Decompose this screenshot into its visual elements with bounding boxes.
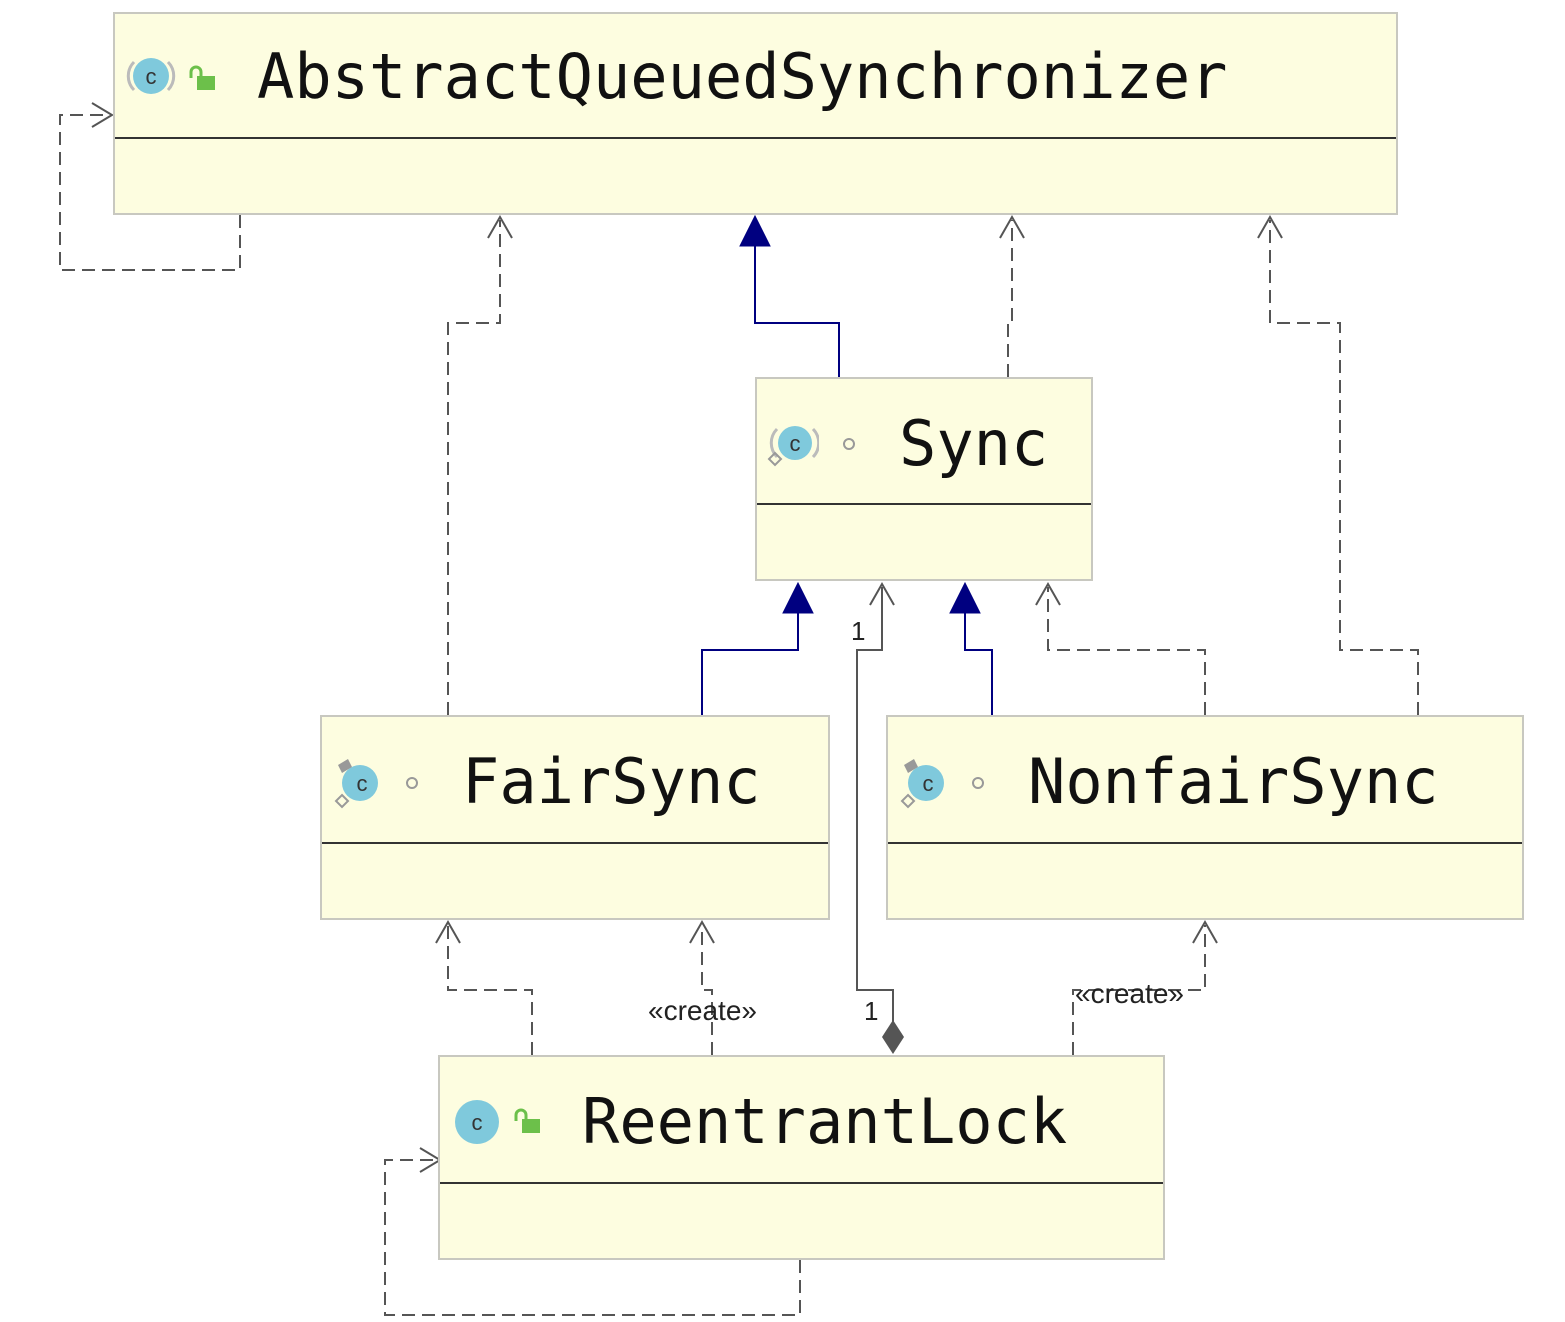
generalization-edges bbox=[701, 245, 993, 715]
edge-nonfairsync-sync-dependency bbox=[1047, 587, 1206, 715]
edge-sync-aqs-extends bbox=[754, 245, 840, 377]
class-header-nonfairsync: c NonfairSync bbox=[888, 717, 1522, 844]
class-header-reentrantlock: c ReentrantLock bbox=[440, 1057, 1163, 1184]
class-box-sync[interactable]: c Sync bbox=[755, 377, 1093, 581]
svg-text:c: c bbox=[472, 1110, 483, 1135]
triangle-sync-aqs bbox=[739, 214, 771, 247]
triangle-fairsync-sync bbox=[782, 581, 814, 614]
svg-text:c: c bbox=[357, 771, 368, 796]
create-label-nonfairsync: «create» bbox=[1075, 978, 1184, 1009]
edge-lock-self-dependency bbox=[384, 1159, 801, 1316]
edge-sync-aqs-dependency bbox=[1007, 220, 1013, 377]
edge-nonfairsync-aqs-dependency bbox=[1269, 220, 1419, 715]
edge-lock-fairsync-create bbox=[701, 925, 713, 1055]
svg-text:c: c bbox=[146, 64, 157, 89]
edge-lock-nonfairsync-create bbox=[1072, 925, 1206, 1055]
composition-edge bbox=[856, 587, 894, 1022]
class-box-reentrantlock[interactable]: c ReentrantLock bbox=[438, 1055, 1165, 1260]
arrowhead-composition-sync bbox=[869, 581, 895, 606]
package-private-icon bbox=[972, 777, 984, 789]
arrowhead-lock-nonfairsync-create bbox=[1192, 919, 1218, 944]
public-lock-icon bbox=[189, 65, 215, 90]
class-name-nonfairsync: NonfairSync bbox=[1028, 745, 1439, 818]
triangle-nonfairsync-sync bbox=[949, 581, 981, 614]
class-header-aqs: c AbstractQueuedSynchronizer bbox=[115, 14, 1396, 139]
class-box-nonfairsync[interactable]: c NonfairSync bbox=[886, 715, 1524, 920]
edge-lock-sync-composition bbox=[856, 587, 894, 1022]
arrowhead-nonfairsync-aqs bbox=[1257, 214, 1283, 239]
class-box-fairsync[interactable]: c FairSync bbox=[320, 715, 830, 920]
edge-lock-fairsync-dependency bbox=[447, 925, 533, 1055]
edge-aqs-self-dependency bbox=[59, 114, 241, 271]
arrowhead-lock-fairsync-create bbox=[689, 919, 715, 944]
class-c-icon: c bbox=[767, 426, 819, 467]
class-c-icon: c bbox=[126, 58, 176, 94]
dependency-edges bbox=[59, 114, 1419, 1316]
class-c-icon: c bbox=[334, 759, 378, 809]
generalization-arrowheads bbox=[739, 214, 981, 614]
arrowhead-lock-fairsync bbox=[435, 919, 461, 944]
class-header-sync: c Sync bbox=[757, 379, 1091, 505]
arrowhead-nonfairsync-sync bbox=[1035, 581, 1061, 606]
class-name-reentrantlock: ReentrantLock bbox=[582, 1085, 1068, 1158]
multiplicity-lock-end: 1 bbox=[864, 996, 879, 1026]
edge-fairsync-aqs-dependency bbox=[447, 220, 501, 715]
class-box-aqs[interactable]: c AbstractQueuedSynchronizer bbox=[113, 12, 1398, 215]
class-c-icon: c bbox=[455, 1100, 499, 1144]
class-name-sync: Sync bbox=[899, 407, 1049, 480]
arrowhead-fairsync-aqs bbox=[487, 214, 513, 239]
dependency-arrowheads bbox=[91, 102, 1283, 1173]
class-c-icon: c bbox=[900, 759, 944, 809]
svg-text:c: c bbox=[923, 771, 934, 796]
package-private-icon bbox=[406, 777, 418, 789]
svg-text:c: c bbox=[790, 431, 801, 456]
arrowhead-aqs-self bbox=[91, 102, 114, 128]
composition-diamond-icon bbox=[882, 1020, 904, 1054]
public-lock-icon bbox=[514, 1108, 540, 1133]
edge-fairsync-sync-extends bbox=[701, 612, 799, 715]
package-private-icon bbox=[843, 438, 855, 450]
class-header-fairsync: c FairSync bbox=[322, 717, 828, 844]
create-label-fairsync: «create» bbox=[648, 995, 757, 1026]
multiplicity-sync-end: 1 bbox=[851, 616, 866, 646]
class-name-fairsync: FairSync bbox=[462, 745, 761, 818]
arrowhead-sync-aqs bbox=[999, 214, 1025, 239]
class-name-aqs: AbstractQueuedSynchronizer bbox=[257, 40, 1228, 113]
edge-nonfairsync-sync-extends bbox=[964, 612, 993, 715]
